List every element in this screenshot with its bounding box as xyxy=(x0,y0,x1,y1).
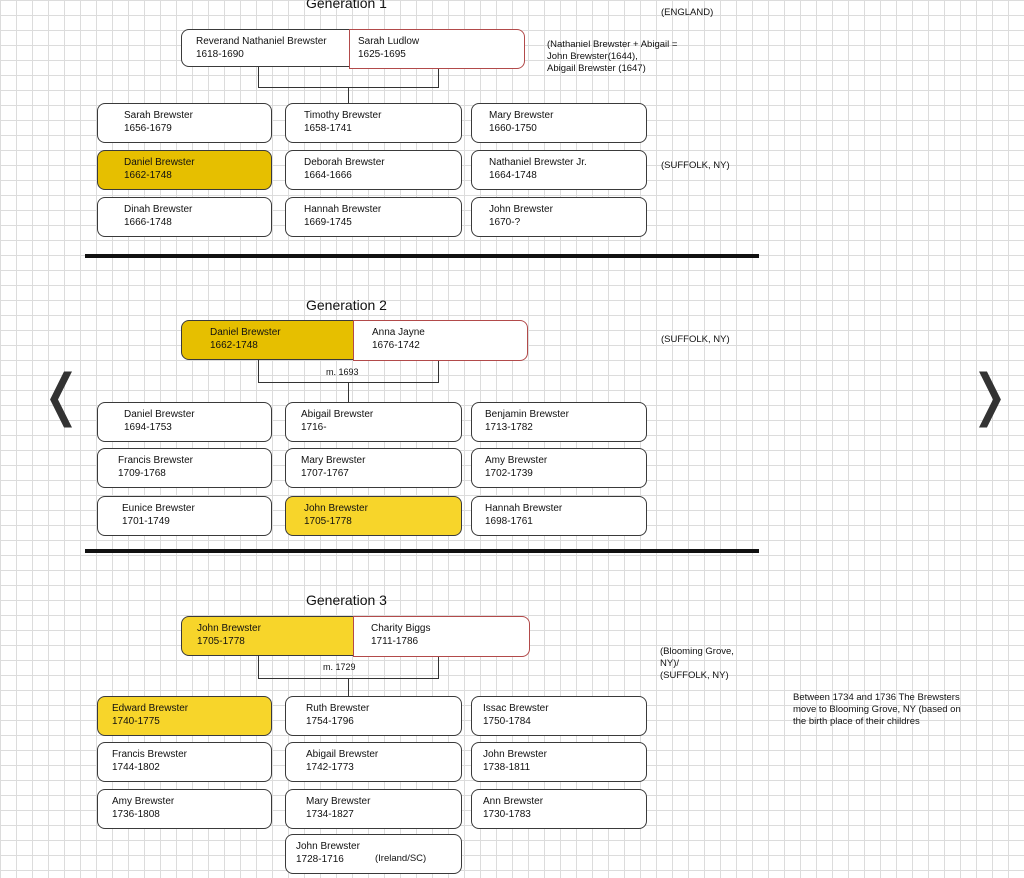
connector xyxy=(258,67,259,87)
gen3-child-extra[interactable]: John Brewster 1728-1716 (Ireland/SC) xyxy=(285,834,462,874)
marriage-label: m. 1729 xyxy=(323,662,356,672)
person-dates: 1625-1695 xyxy=(358,49,406,60)
gen3-title: Generation 3 xyxy=(306,592,387,608)
next-arrow[interactable]: ❭ xyxy=(966,363,1013,428)
gen2-title: Generation 2 xyxy=(306,297,387,313)
note-siblings: (Nathaniel Brewster + Abigail = John Bre… xyxy=(547,39,678,74)
section-divider xyxy=(85,254,759,258)
origin-note: (Ireland/SC) xyxy=(375,853,427,864)
connector xyxy=(348,382,349,402)
connector xyxy=(438,657,439,678)
gen2-parent-mother[interactable]: Anna Jayne 1676-1742 xyxy=(353,320,528,361)
connector xyxy=(348,678,349,696)
gen1-parent-father[interactable]: Reverand Nathaniel Brewster 1618-1690 xyxy=(181,29,351,67)
note-england: (ENGLAND) xyxy=(661,7,714,18)
note-gen2-location: (SUFFOLK, NY) xyxy=(661,334,730,345)
gen1-child-6[interactable]: Nathaniel Brewster Jr.1664-1748 xyxy=(471,150,647,190)
gen1-parent-mother[interactable]: Sarah Ludlow 1625-1695 xyxy=(349,29,525,69)
note-gen3-location: (Blooming Grove, NY)/ (SUFFOLK, NY) xyxy=(660,646,734,681)
gen1-title: Generation 1 xyxy=(306,0,387,11)
gen3-parent-father[interactable]: John Brewster 1705-1778 xyxy=(181,616,357,656)
note-move: Between 1734 and 1736 The Brewsters move… xyxy=(793,692,961,727)
connector xyxy=(348,87,349,103)
connector xyxy=(258,656,259,678)
connector xyxy=(438,361,439,382)
gen2-parent-father[interactable]: Daniel Brewster 1662-1748 xyxy=(181,320,357,360)
section-divider xyxy=(85,549,759,553)
prev-arrow[interactable]: ❬ xyxy=(38,363,85,428)
connector xyxy=(438,69,439,87)
connector xyxy=(258,360,259,382)
gen3-parent-mother[interactable]: Charity Biggs 1711-1786 xyxy=(353,616,530,657)
person-dates: 1618-1690 xyxy=(196,49,244,60)
person-name: Reverand Nathaniel Brewster xyxy=(196,36,327,47)
note-gen1-location: (SUFFOLK, NY) xyxy=(661,160,730,171)
marriage-label: m. 1693 xyxy=(326,367,359,377)
person-name: Sarah Ludlow xyxy=(358,36,420,47)
